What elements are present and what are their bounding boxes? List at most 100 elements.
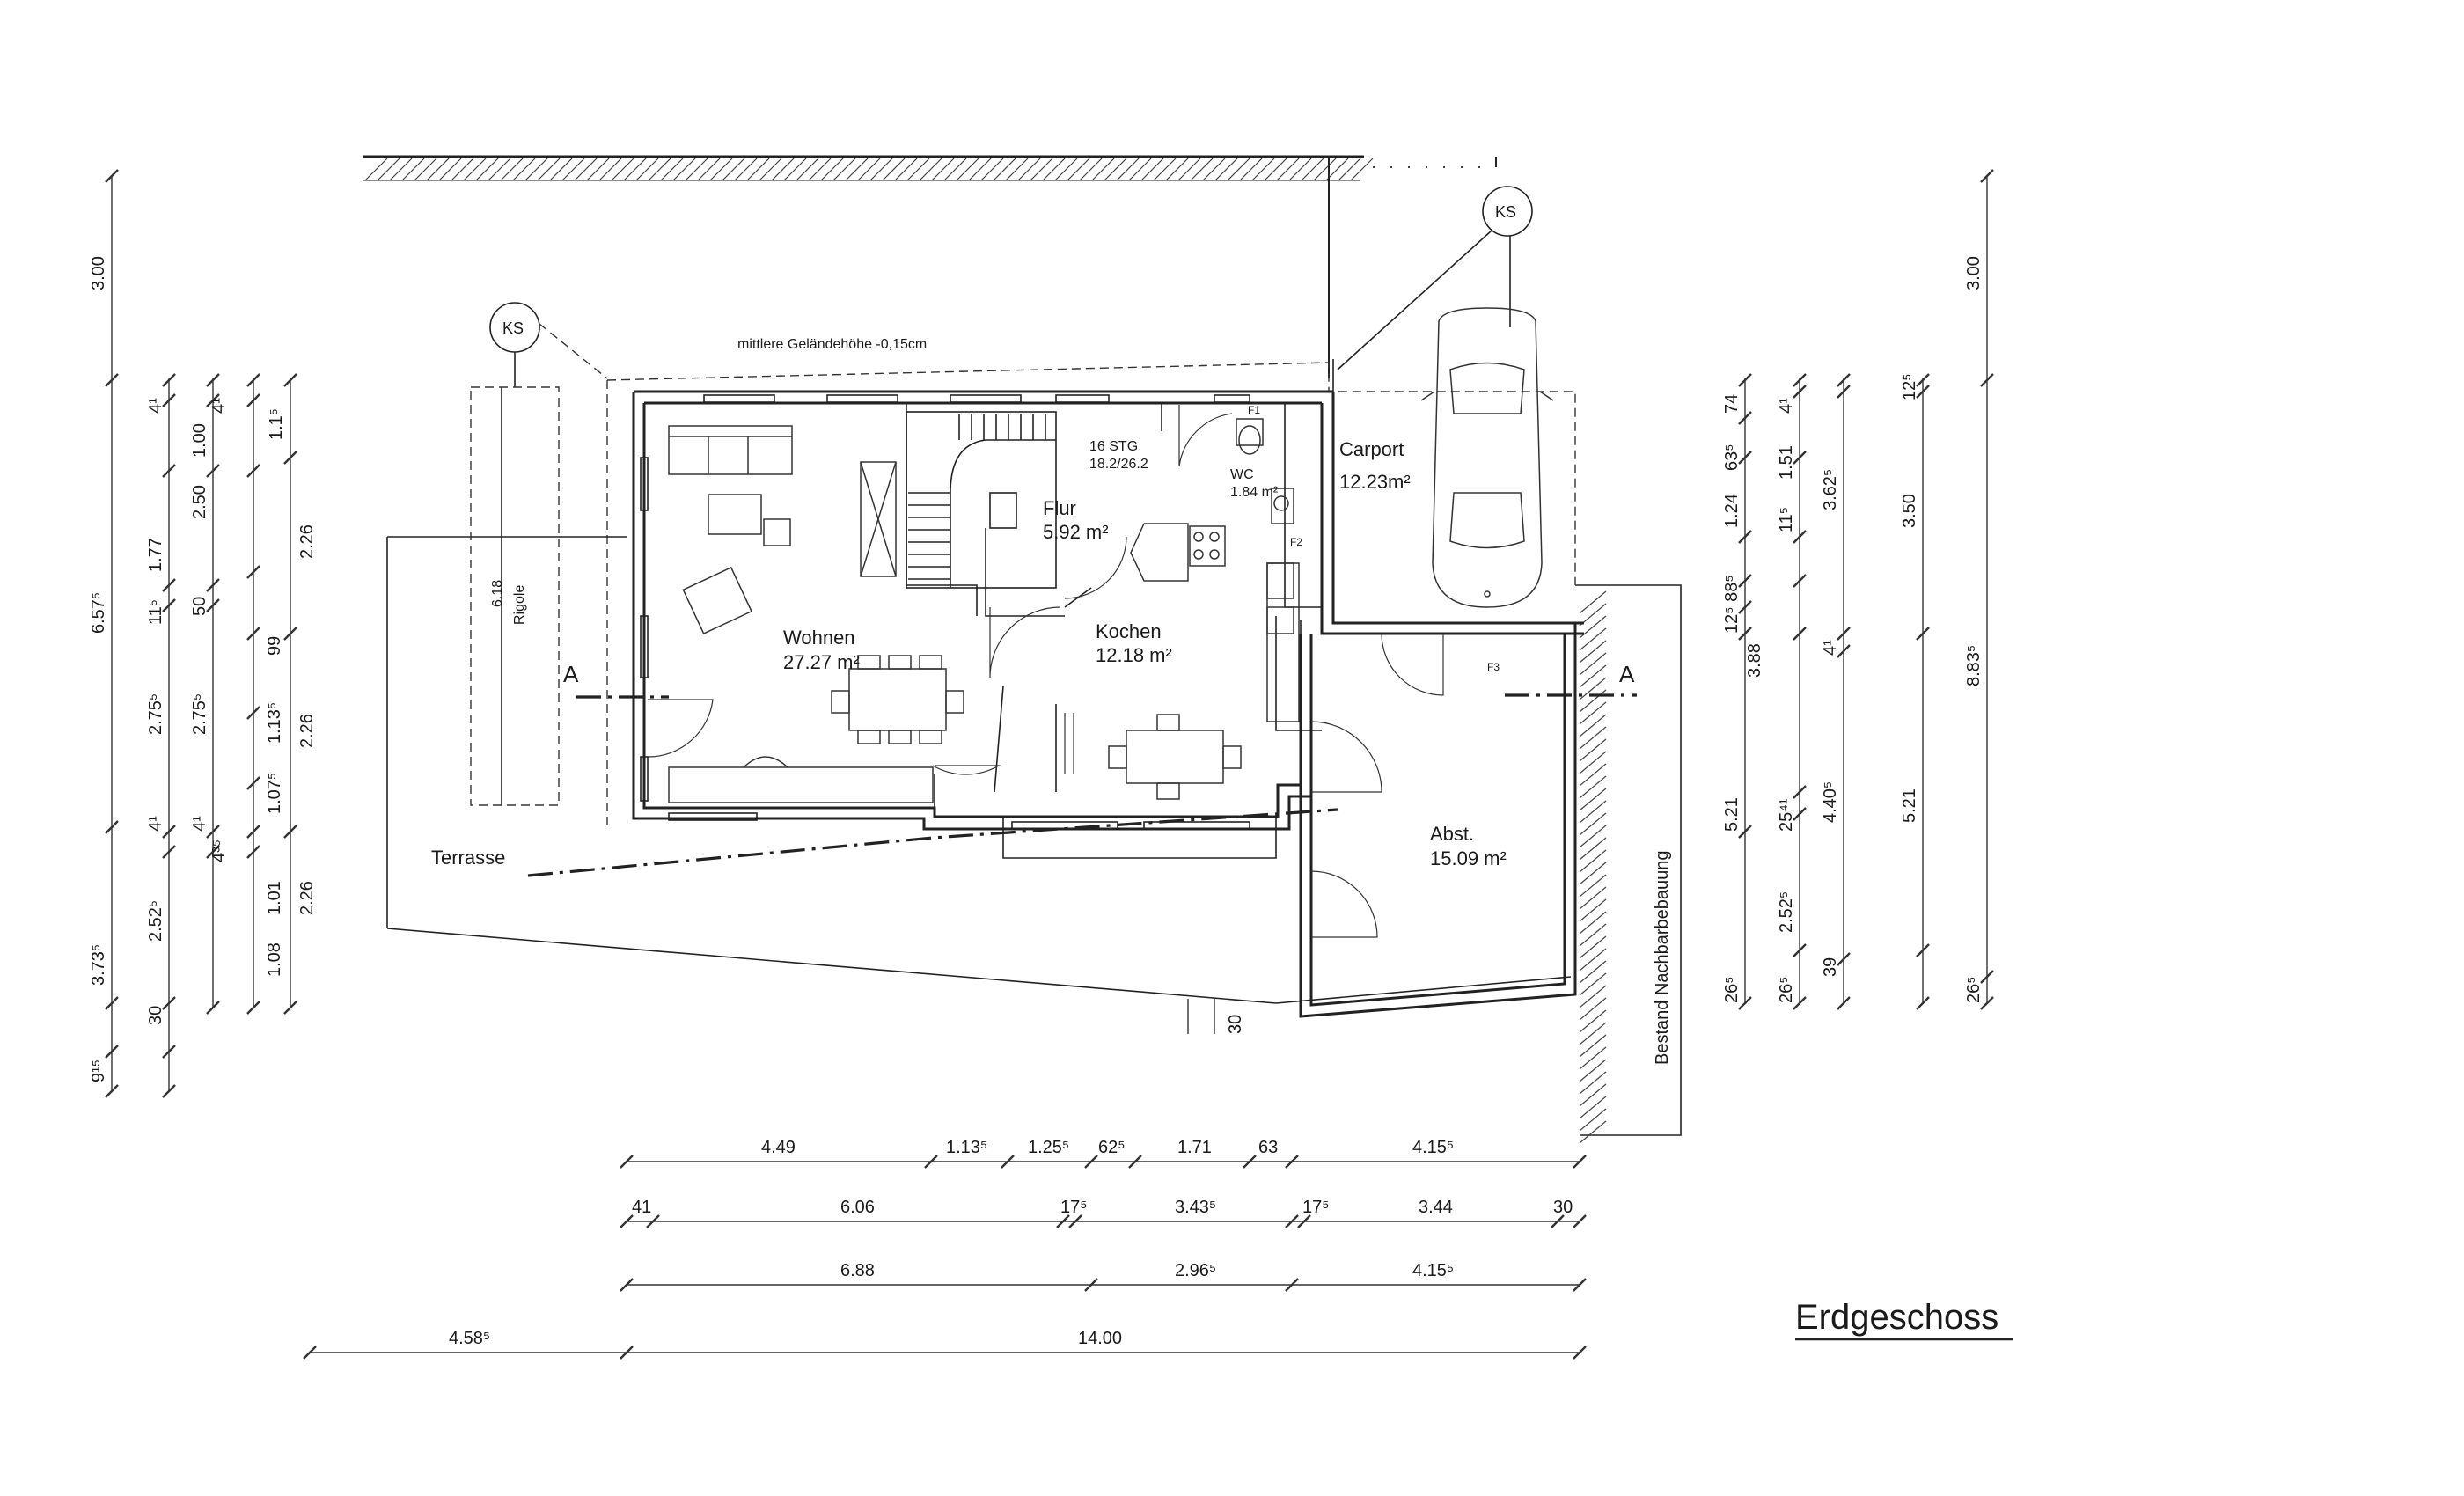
drawing-stroke	[1001, 1155, 1015, 1169]
drawing-stroke	[1579, 788, 1607, 811]
dim-text: 4.15⁵	[1412, 1261, 1454, 1280]
wall-thickness-note: 30	[1226, 1015, 1245, 1034]
drawing-stroke	[924, 1155, 938, 1169]
dim-text: 3.00	[1964, 256, 1984, 290]
drawing-stroke	[105, 820, 119, 834]
drawing-stroke	[1551, 1214, 1565, 1228]
dim-text: 1.13⁵	[265, 702, 284, 744]
windows	[640, 394, 1250, 830]
left-dimension-col5: 2.26	[297, 714, 317, 748]
drawing-stroke	[537, 158, 561, 181]
dim-text: 1.71	[1177, 1138, 1212, 1157]
living-furniture	[668, 425, 964, 803]
drawing-stroke	[1350, 158, 1374, 181]
room-name-wohnen: Wohnen	[783, 627, 855, 649]
bottom-dimension-row2: 41 6.06 17⁵ 3.43⁵ 17⁵ 3.44 30	[632, 1198, 1573, 1217]
dim-text: 4¹	[146, 398, 165, 414]
drawing-stroke	[623, 158, 647, 181]
drawing-stroke	[1579, 812, 1607, 836]
drawing-stroke	[931, 158, 955, 181]
dim-text: 12⁵ 88⁵	[1722, 575, 1742, 634]
drawing-stroke	[524, 158, 548, 181]
drawing-stroke	[980, 158, 1004, 181]
drawing-stroke	[722, 158, 745, 181]
drawing-stroke	[646, 1214, 660, 1228]
drawing-stroke	[246, 845, 260, 859]
drawing-stroke	[1738, 451, 1752, 465]
dim-text: 5.21	[1900, 788, 1919, 823]
dim-text: 2.96⁵	[1175, 1261, 1216, 1280]
drawing-stroke	[438, 158, 462, 181]
drawing-stroke	[672, 158, 696, 181]
drawing-stroke	[1243, 1155, 1257, 1169]
dim-text: 63	[1258, 1138, 1278, 1157]
drawing-stroke	[1579, 985, 1607, 1008]
dim-text: 2.75⁵	[190, 693, 209, 735]
drawing-stroke	[1579, 1046, 1607, 1070]
dim-text: 3.73⁵	[89, 944, 108, 986]
dim-text: 1.77	[146, 538, 165, 572]
dim-text: 2.26	[297, 524, 317, 559]
drawing-stroke	[1297, 1214, 1311, 1228]
drawing-stroke	[1285, 1214, 1299, 1228]
drawing-stroke	[206, 464, 220, 478]
section-label-left: A	[563, 661, 579, 687]
drawing-stroke	[162, 1045, 176, 1059]
drawing-stroke	[1579, 1034, 1607, 1058]
dim-text: 4³⁵	[209, 840, 229, 862]
drawing-stroke	[283, 825, 297, 839]
drawing-stroke	[105, 373, 119, 387]
drawing-stroke	[1579, 1071, 1607, 1095]
drawing-stroke	[1980, 169, 1994, 183]
drawing-stroke	[206, 1001, 220, 1015]
drawing-stroke	[648, 158, 671, 181]
drawing-stroke	[1313, 158, 1337, 181]
drawing-stroke	[1579, 1009, 1607, 1033]
bottom-dimension-row1: 4.49 1.13⁵ 1.25⁵ 62⁵ 1.71 63 4.15⁵	[761, 1138, 1454, 1157]
ks-label-right: KS	[1495, 203, 1516, 221]
drawing-stroke	[162, 464, 176, 478]
dim-text: 4¹	[146, 816, 165, 832]
drawing-stroke	[1165, 158, 1189, 181]
drawing-stroke	[1579, 972, 1607, 996]
drawing-stroke	[1285, 1155, 1299, 1169]
drawing-stroke	[869, 158, 893, 181]
drawing-stroke	[1793, 996, 1807, 1010]
label-f1: F1	[1248, 404, 1260, 416]
room-area-abst: 15.09 m²	[1430, 847, 1507, 869]
drawing-stroke	[1837, 996, 1851, 1010]
room-name-wc: WC	[1230, 467, 1254, 482]
drawing-stroke	[1579, 886, 1607, 910]
drawing-stroke	[1916, 627, 1930, 641]
drawing-stroke	[206, 825, 220, 839]
room-carport: Carport 12.23m²	[1339, 438, 1411, 493]
drawing-stroke	[1793, 530, 1807, 544]
drawing-stroke	[1793, 373, 1807, 387]
drawing-stroke	[1579, 701, 1607, 725]
drawing-stroke	[1084, 1155, 1098, 1169]
drawing-stroke	[1579, 689, 1607, 713]
drawing-stroke	[1916, 385, 1930, 399]
drawing-stroke	[206, 578, 220, 592]
drawing-stroke	[1579, 849, 1607, 873]
label-f3: F3	[1487, 661, 1500, 673]
drawing-stroke	[206, 393, 220, 407]
drawing-stroke	[1264, 158, 1287, 181]
car-icon	[1420, 307, 1554, 608]
drawing-stroke	[1793, 385, 1807, 399]
drawing-stroke	[1579, 800, 1607, 824]
ks-manhole-left: KS	[489, 302, 608, 387]
drawing-stroke	[1140, 158, 1164, 181]
room-name-flur: Flur	[1043, 497, 1076, 519]
drawing-stroke	[162, 598, 176, 612]
dim-text: 3.00	[89, 256, 108, 290]
drawing-stroke	[1579, 960, 1607, 984]
drawing-stroke	[162, 393, 176, 407]
drawing-stroke	[283, 373, 297, 387]
drawing-stroke	[697, 158, 721, 181]
drawing-stroke	[1227, 158, 1250, 181]
dim-text: 3.50	[1900, 494, 1919, 528]
drawing-stroke	[1579, 751, 1607, 774]
room-kochen: Kochen 12.18 m²	[1096, 620, 1172, 666]
drawing-stroke	[1030, 158, 1053, 181]
